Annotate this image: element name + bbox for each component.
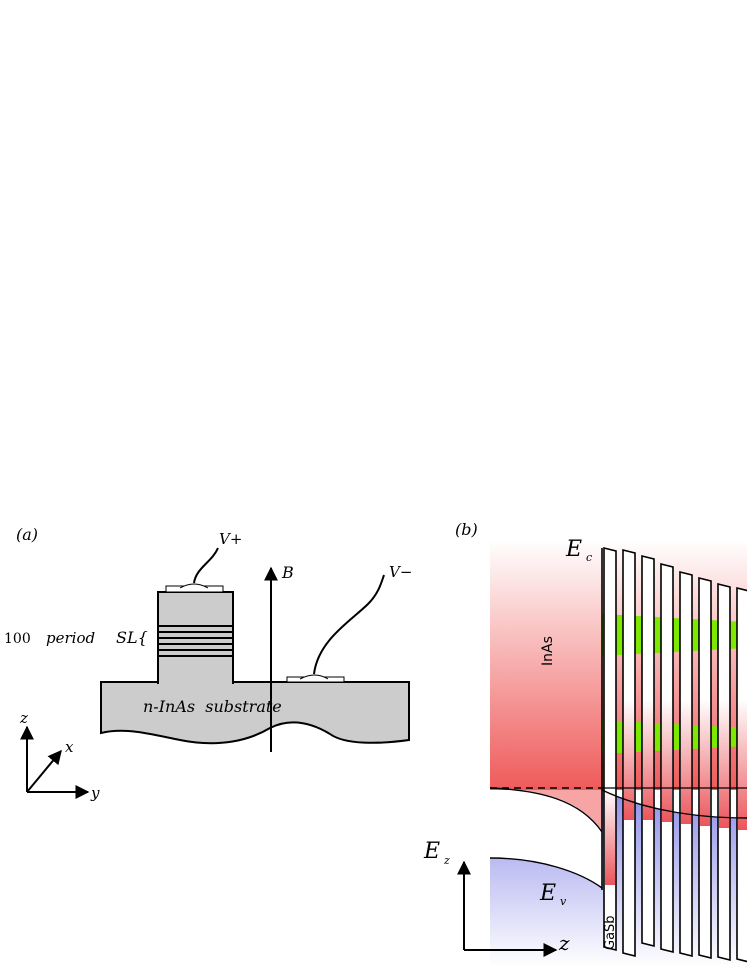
valence-band-label: E xyxy=(539,881,556,906)
mesa-base-gap xyxy=(159,680,232,684)
valence-band-edge-left xyxy=(490,857,603,889)
axis-y-label: y xyxy=(90,784,100,802)
substrate-label: n-InAs substrate xyxy=(143,697,282,716)
panel-a: (a) n-InAs substrate V+ V− B 100 peri xyxy=(4,525,412,802)
valence-band-sub: v xyxy=(560,895,567,908)
panel-b-label: (b) xyxy=(455,520,478,539)
b-field-label: B xyxy=(281,563,294,582)
inas-gap xyxy=(490,790,602,888)
gasb-label: GaSb xyxy=(603,915,618,950)
strip-shading xyxy=(605,700,747,885)
sl-count: 100 xyxy=(4,631,31,647)
conduction-band-bending xyxy=(490,788,602,832)
conduction-band-sub: c xyxy=(586,551,592,564)
axis-x-arrow xyxy=(26,749,62,793)
energy-axis-sub: z xyxy=(443,854,450,867)
panel-a-label: (a) xyxy=(16,525,38,544)
energy-axis-label: E xyxy=(423,839,440,864)
v-plus-label: V+ xyxy=(219,530,242,548)
valence-band-edge-right xyxy=(601,789,747,819)
substrate-wire xyxy=(313,574,385,675)
axis-z-label: z xyxy=(19,709,28,727)
top-wire xyxy=(193,547,219,584)
conduction-band-label: E xyxy=(565,537,582,562)
v-minus-label: V− xyxy=(389,563,412,581)
position-axis-label: z xyxy=(558,931,570,955)
panel-b: (b) xyxy=(423,520,747,967)
conduction-band-edge xyxy=(490,787,603,833)
sl-text: period xyxy=(46,629,95,647)
inas-label: InAs xyxy=(540,636,556,666)
top-contact-bond xyxy=(179,583,209,589)
axis-x-label: x xyxy=(65,738,74,756)
superlattice-layers xyxy=(158,625,233,657)
substrate-contact-bond xyxy=(299,674,329,680)
sl-abbrev: SL{ xyxy=(116,628,148,647)
